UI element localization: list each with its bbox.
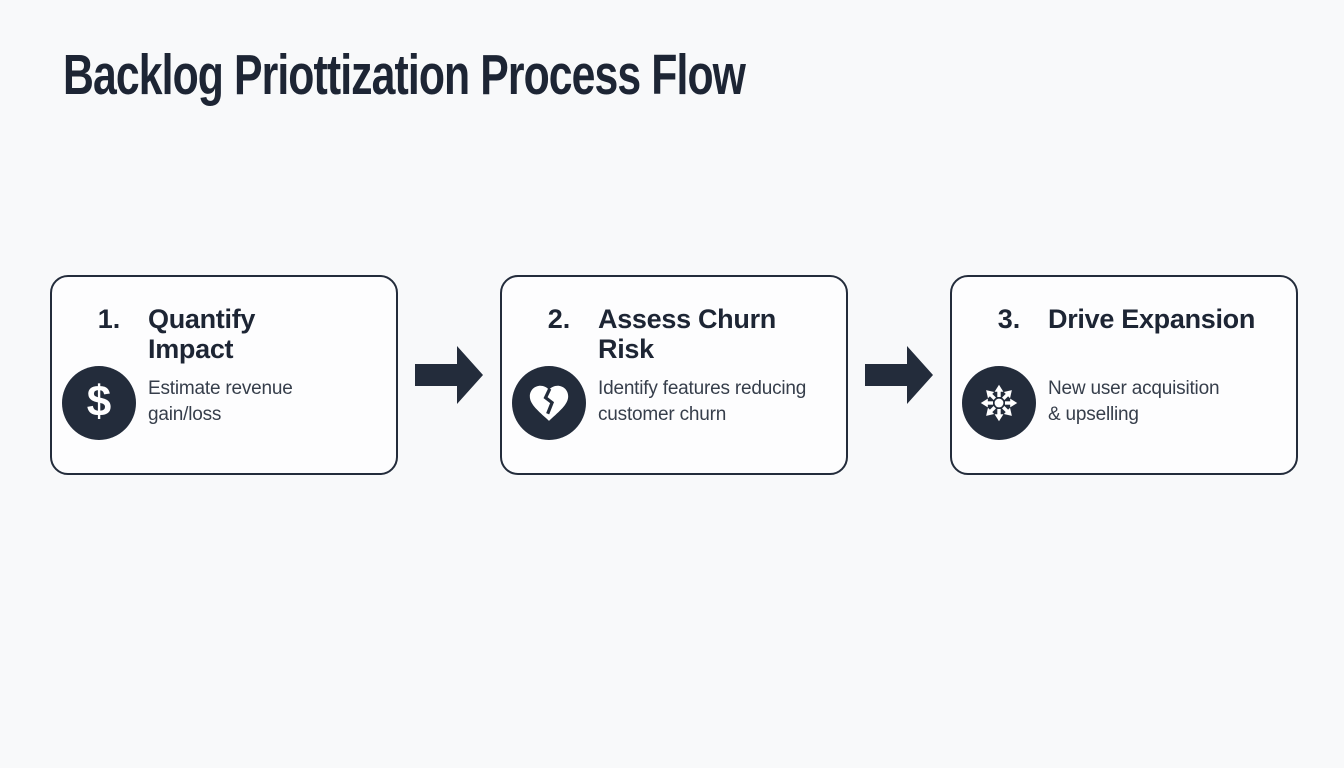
flow-arrow-icon [865,346,933,404]
step-number: 1. [97,304,121,334]
step-description: Identify features reducing customer chur… [598,378,807,425]
expansion-icon [962,366,1036,440]
page-title: Backlog Priottization Process Flow [63,43,746,107]
step-title: Quantify Impact [148,304,256,364]
step-description: Estimate revenue gain/loss [148,378,293,425]
step-description: New user acquisition & upselling [1048,378,1220,425]
process-flow: 1. Quantify Impact $ Estimate revenue ga… [50,275,1298,475]
broken-heart-icon [512,366,586,440]
flow-arrow-icon [415,346,483,404]
dollar-glyph: $ [86,377,112,426]
step-title: Assess Churn Risk [598,304,776,364]
step-title: Drive Expansion [1048,304,1256,334]
step-card-quantify-impact: 1. Quantify Impact $ Estimate revenue ga… [50,275,398,475]
step-number: 2. [547,304,571,334]
dollar-icon: $ [62,366,136,440]
step-card-drive-expansion: 3. Drive Expansion Ne [950,275,1298,475]
step-number: 3. [997,304,1021,334]
step-card-assess-churn-risk: 2. Assess Churn Risk Identify features r… [500,275,848,475]
